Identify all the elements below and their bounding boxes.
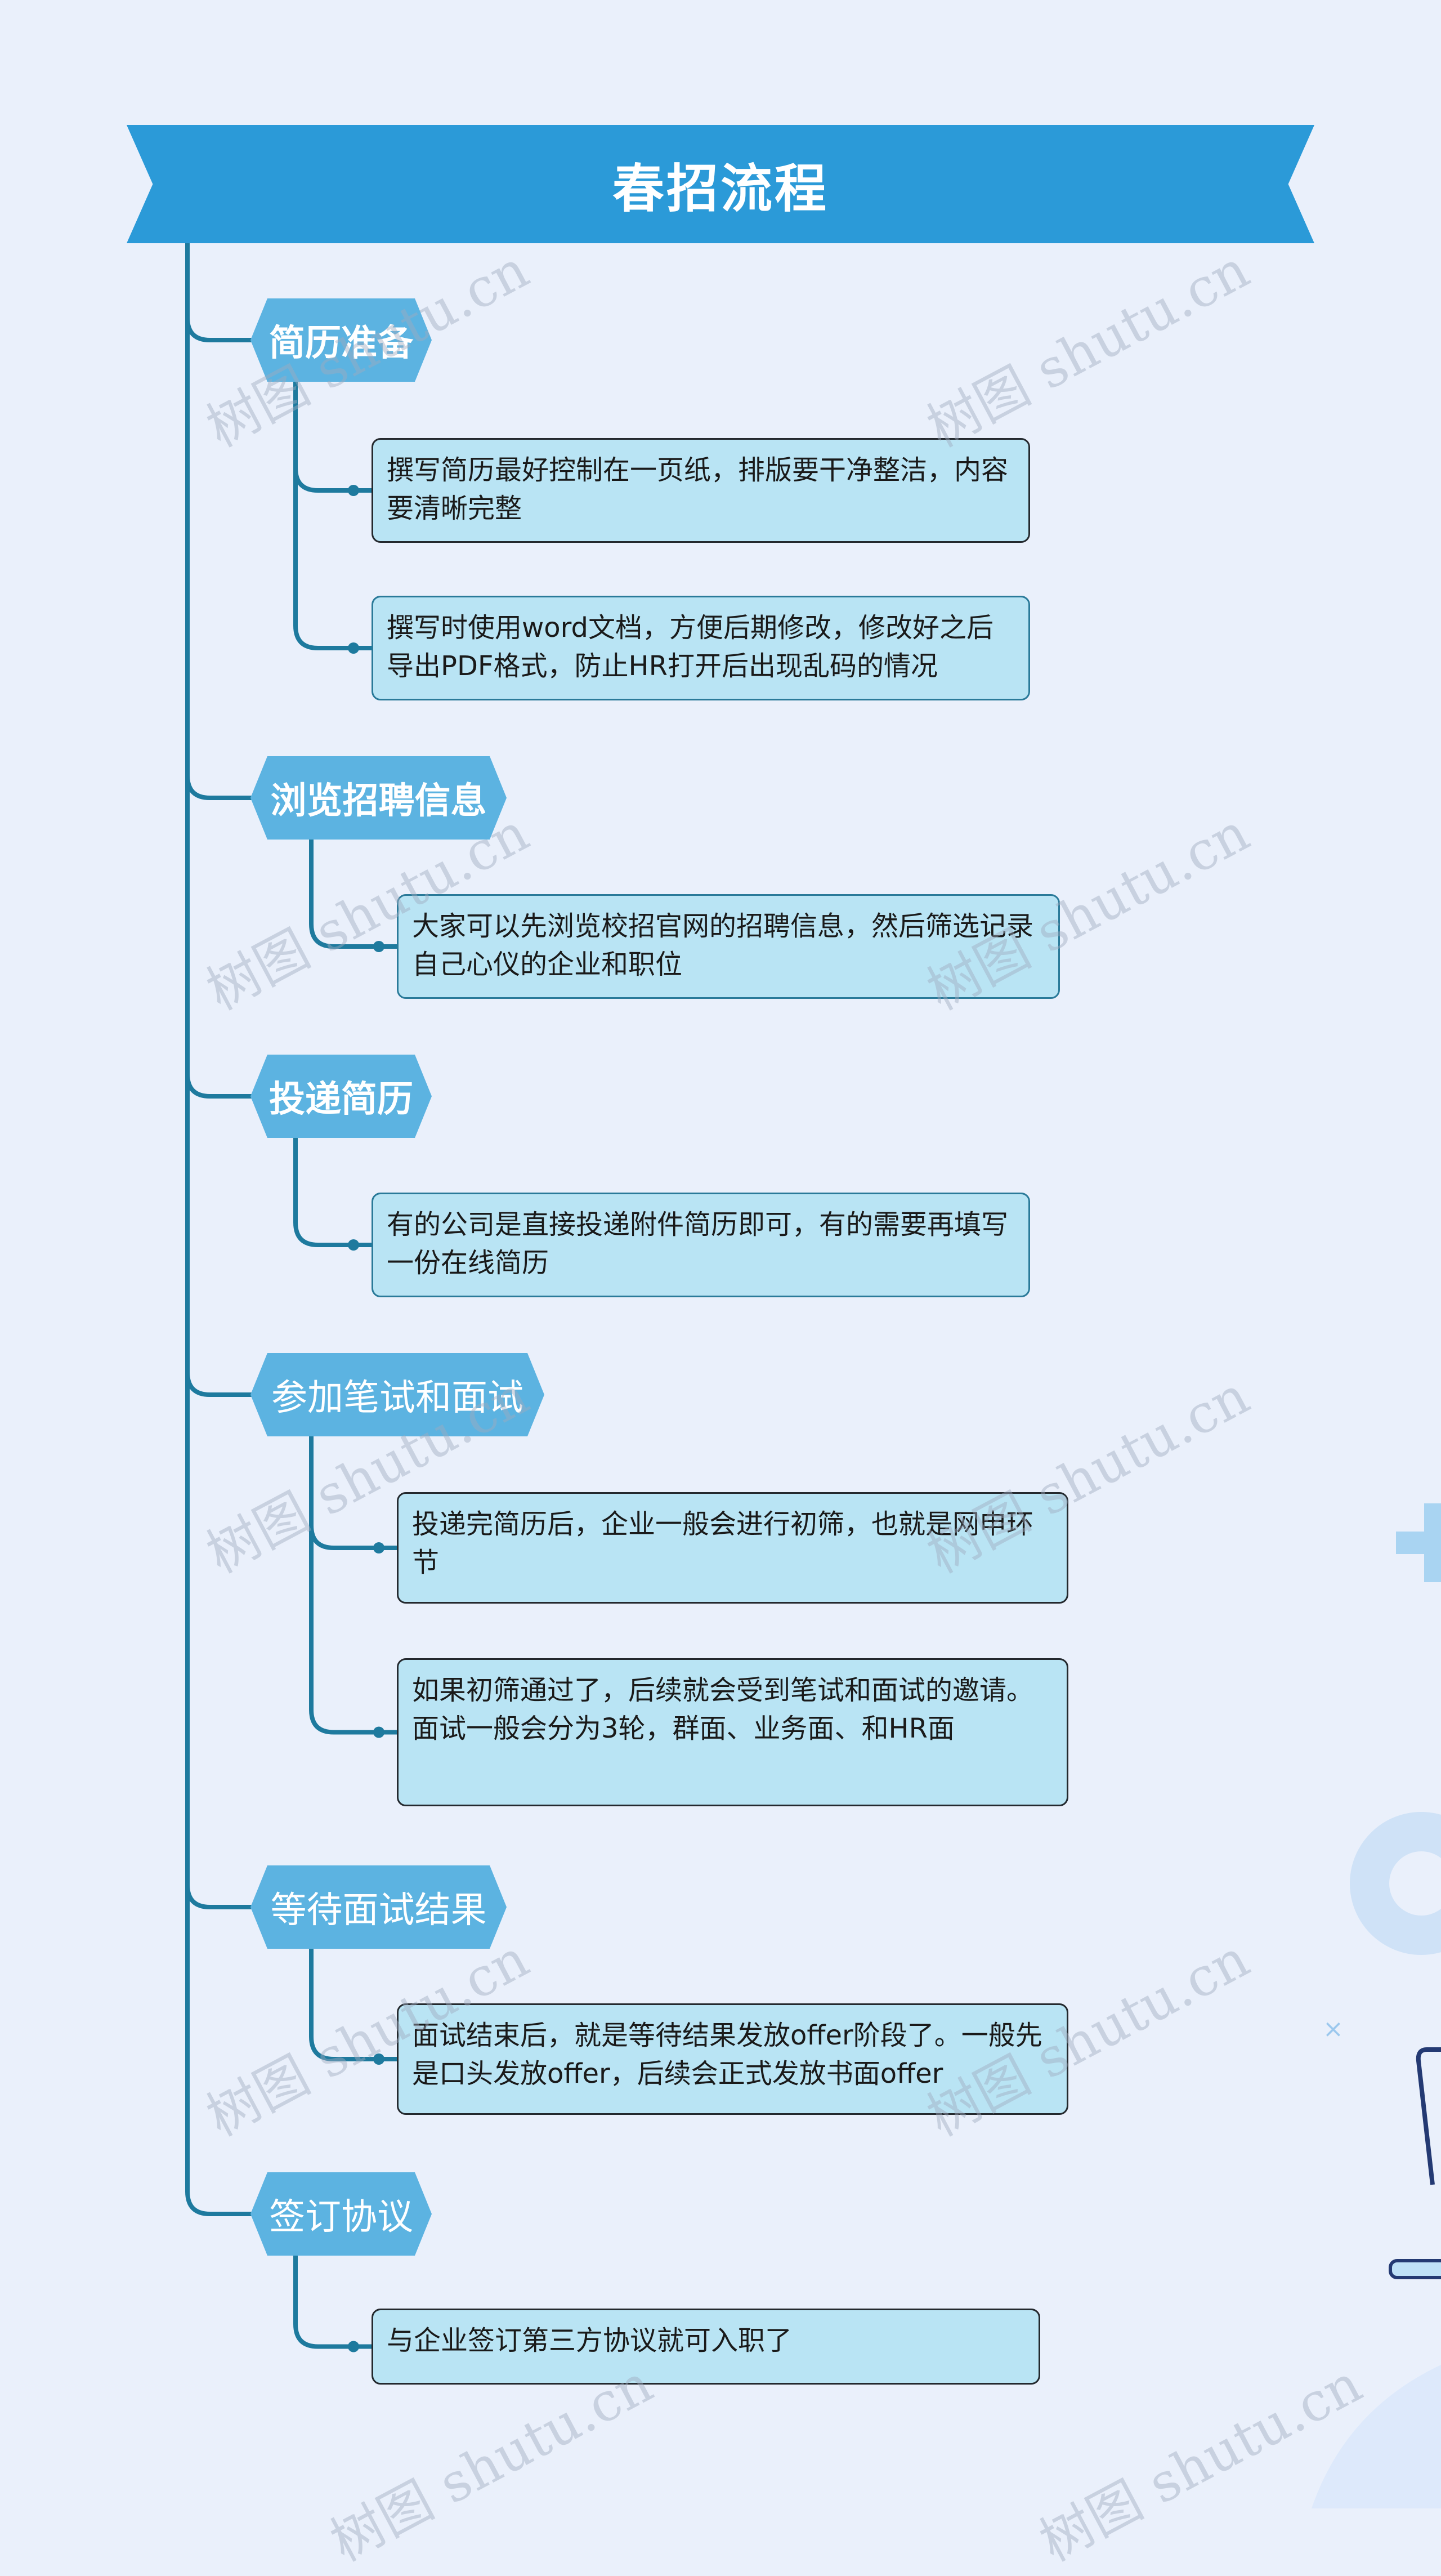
connector-line xyxy=(187,2191,256,2214)
topic-node[interactable]: 签订协议 xyxy=(250,2172,432,2256)
connector-dot xyxy=(373,2053,384,2065)
connector-dot xyxy=(373,1542,384,1553)
topic-node[interactable]: 等待面试结果 xyxy=(250,1865,507,1949)
connector-line xyxy=(296,2256,372,2347)
detail-note: 面试结束后，就是等待结果发放offer阶段了。一般先是口头发放offer，后续会… xyxy=(397,2003,1068,2115)
title-banner: 春招流程 xyxy=(127,125,1314,243)
topic-node[interactable]: 简历准备 xyxy=(250,298,432,382)
topic-node[interactable]: 投递简历 xyxy=(250,1055,432,1138)
connector-dot xyxy=(373,1727,384,1738)
connector-line xyxy=(296,1138,372,1245)
detail-note: 大家可以先浏览校招官网的招聘信息，然后筛选记录自己心仪的企业和职位 xyxy=(397,894,1060,999)
detail-note: 如果初筛通过了，后续就会受到笔试和面试的邀请。面试一般会分为3轮，群面、业务面、… xyxy=(397,1658,1068,1806)
detail-note: 与企业签订第三方协议就可入职了 xyxy=(372,2309,1040,2385)
topic-node[interactable]: 浏览招聘信息 xyxy=(250,756,507,840)
connector-line xyxy=(187,775,256,798)
connector-line xyxy=(187,318,256,340)
page-title: 春招流程 xyxy=(612,147,829,222)
detail-note: 撰写时使用word文档，方便后期修改，修改好之后导出PDF格式，防止HR打开后出… xyxy=(372,596,1030,700)
connector-line xyxy=(187,1074,256,1096)
connector-line xyxy=(296,382,372,490)
detail-note: 撰写简历最好控制在一页纸，排版要干净整洁，内容要清晰完整 xyxy=(372,438,1030,543)
connector-line xyxy=(311,1436,397,1733)
connector-line xyxy=(187,1372,256,1395)
connector-line xyxy=(311,840,397,947)
connector-line xyxy=(311,1949,397,2059)
connector-line xyxy=(187,1885,256,1907)
connector-dot xyxy=(373,941,384,952)
detail-note: 投递完简历后，企业一般会进行初筛，也就是网申环节 xyxy=(397,1492,1068,1604)
detail-note: 有的公司是直接投递附件简历即可，有的需要再填写一份在线简历 xyxy=(372,1193,1030,1297)
connector-line xyxy=(296,382,372,648)
connector-dot xyxy=(348,2341,359,2352)
mindmap-canvas: × 春招流程 简历准备撰写简历最好控制在一页纸，排版要干净整洁，内容要清晰完整撰… xyxy=(0,0,1441,2508)
connector-dot xyxy=(348,485,359,496)
connector-dot xyxy=(348,1239,359,1251)
topic-node[interactable]: 参加笔试和面试 xyxy=(250,1353,544,1436)
connector-line xyxy=(311,1436,397,1548)
connector-dot xyxy=(348,642,359,654)
